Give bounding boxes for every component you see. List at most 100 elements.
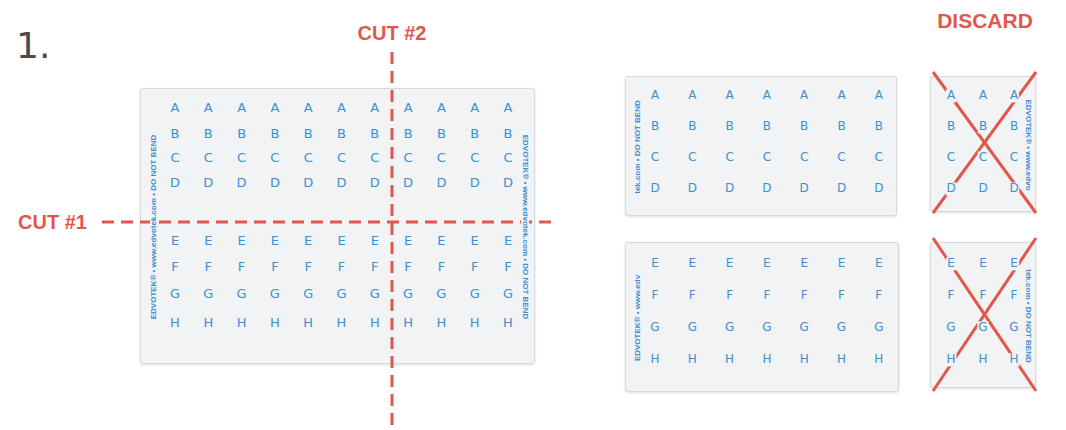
well-letter: B	[403, 127, 414, 141]
well-letter: B	[269, 127, 280, 141]
well-letter: G	[945, 321, 956, 334]
well-letter: B	[303, 127, 314, 141]
card-imprint: EDVOTEK® • www.edvotek.com • DO NOT BEND	[150, 135, 158, 320]
well-letter: H	[469, 316, 481, 330]
well-letter: F	[1010, 289, 1019, 302]
well-letter: E	[837, 257, 847, 270]
well-letter: F	[725, 289, 734, 302]
well-letter: A	[687, 89, 697, 102]
cut-line	[391, 52, 394, 430]
well-letter: C	[369, 151, 380, 165]
well-letter: A	[403, 101, 414, 115]
well-letter: D	[469, 176, 481, 190]
well-letter: F	[651, 289, 660, 302]
well-letter: H	[202, 316, 214, 330]
well-letter: F	[503, 260, 512, 274]
well-letter: F	[337, 260, 346, 274]
well-letter: C	[502, 151, 513, 165]
well-letter: F	[270, 260, 279, 274]
discarded-piece: EDVOTEK® • www.edvoAAABBBCCCDDD	[930, 76, 1036, 212]
discard-cross	[933, 72, 1036, 213]
well-letter: G	[1008, 321, 1019, 334]
well-letter: A	[236, 101, 247, 115]
well-letter: A	[978, 89, 988, 102]
well-letter: G	[724, 321, 735, 334]
well-letter: G	[873, 321, 884, 334]
well-letter: C	[236, 151, 247, 165]
well-letter: E	[650, 257, 660, 270]
well-letter: G	[269, 287, 281, 301]
discard-cross	[933, 72, 1036, 213]
well-letter: D	[977, 182, 988, 195]
well-letter: G	[236, 287, 248, 301]
well-letter: D	[369, 176, 381, 190]
well-letter: B	[469, 127, 480, 141]
well-letter: C	[946, 151, 956, 164]
well-letter: G	[687, 321, 698, 334]
well-letter: D	[687, 182, 698, 195]
well-letter: A	[650, 89, 660, 102]
well-letter: D	[402, 176, 414, 190]
cut-line	[102, 221, 556, 224]
well-letter: E	[799, 257, 809, 270]
well-letter: F	[688, 289, 697, 302]
well-letter: G	[302, 287, 314, 301]
well-letter: B	[836, 120, 846, 133]
well-letter: H	[945, 353, 956, 366]
well-letter: A	[1009, 89, 1019, 102]
well-letter: H	[977, 353, 988, 366]
well-letter: H	[1008, 353, 1019, 366]
well-letter: C	[978, 151, 988, 164]
well-letter: H	[873, 353, 884, 366]
well-letter: D	[202, 176, 214, 190]
well-letter: G	[469, 287, 481, 301]
well-letter: C	[650, 151, 660, 164]
cut-label: CUT #2	[358, 22, 427, 44]
well-letter: F	[874, 289, 883, 302]
card-imprint: EDVOTEK® • www.edvo	[1024, 99, 1032, 190]
well-letter: G	[402, 287, 414, 301]
well-letter: H	[724, 353, 735, 366]
card-imprint: tek.com • DO NOT BEND	[1024, 269, 1032, 362]
well-letter: D	[169, 176, 181, 190]
well-letter: F	[237, 260, 246, 274]
well-letter: H	[336, 316, 348, 330]
step-number: 1.	[16, 26, 50, 66]
well-letter: G	[169, 287, 181, 301]
well-letter: D	[836, 182, 847, 195]
well-letter: C	[169, 151, 180, 165]
well-letter: E	[436, 234, 446, 248]
discard-cross	[933, 238, 1036, 391]
well-letter: A	[799, 89, 809, 102]
well-letter: A	[269, 101, 280, 115]
well-letter: E	[203, 234, 213, 248]
well-letter: D	[945, 182, 956, 195]
gel-card: EDVOTEK® • www.edvotek.com • DO NOT BEND…	[140, 88, 535, 364]
well-letter: E	[688, 257, 698, 270]
well-letter: B	[762, 120, 772, 133]
well-letter: C	[724, 151, 734, 164]
well-letter: H	[402, 316, 414, 330]
well-letter: F	[437, 260, 446, 274]
well-letter: B	[687, 120, 697, 133]
discard-cross	[933, 238, 1036, 391]
well-letter: B	[650, 120, 660, 133]
well-letter: B	[436, 127, 447, 141]
well-letter: E	[874, 257, 884, 270]
well-letter: C	[799, 151, 809, 164]
well-letter: E	[270, 234, 280, 248]
well-letter: C	[203, 151, 214, 165]
well-letter: G	[799, 321, 810, 334]
well-letter: A	[946, 89, 956, 102]
well-letter: D	[649, 182, 660, 195]
well-letter: A	[503, 101, 514, 115]
well-letter: G	[649, 321, 660, 334]
well-letter: E	[978, 257, 988, 270]
well-letter: E	[1009, 257, 1019, 270]
well-letter: A	[203, 101, 214, 115]
well-letter: B	[503, 127, 514, 141]
well-letter: C	[762, 151, 772, 164]
well-letter: B	[946, 120, 956, 133]
well-letter: E	[470, 234, 480, 248]
